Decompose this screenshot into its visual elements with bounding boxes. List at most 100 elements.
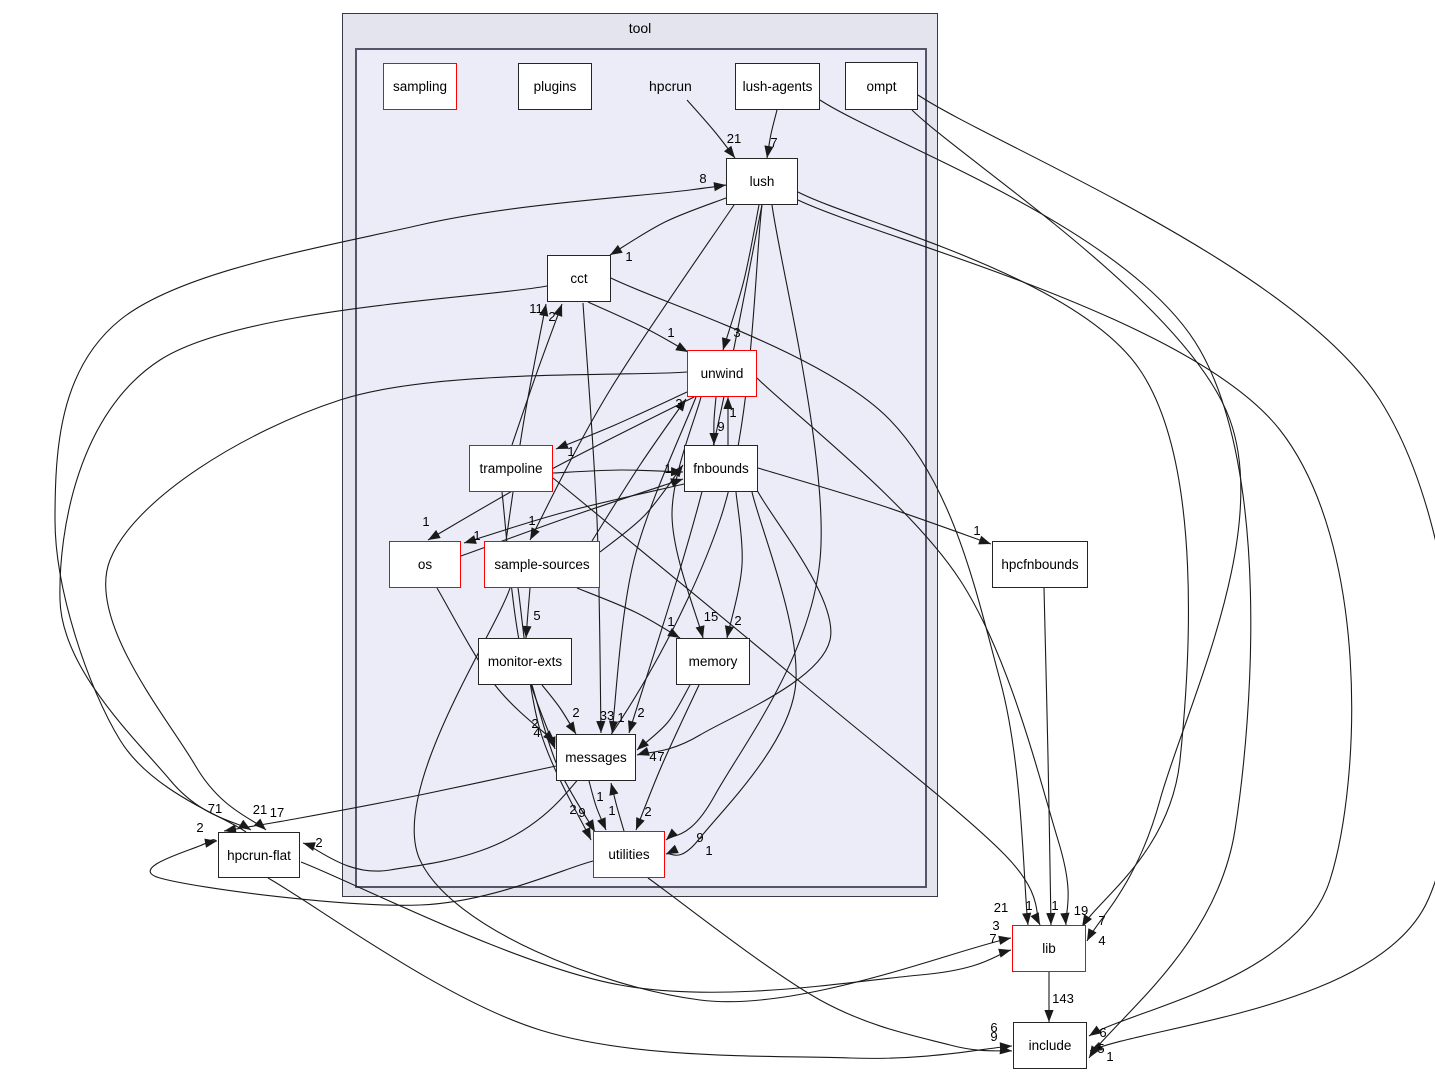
edge-sample-sources-to-unwind: 3 bbox=[591, 396, 687, 542]
edge-label-lib-to-include: 143 bbox=[1052, 991, 1074, 1006]
edge-lush-to-sample-sources: 1 bbox=[528, 204, 735, 541]
edge-lush-agents-to-include: 1 bbox=[819, 99, 1252, 1064]
node-utilities[interactable]: utilities bbox=[593, 831, 665, 878]
edge-monitor-exts-to-messages: 2 bbox=[541, 684, 580, 735]
edge-fnbounds-to-messages: 7 bbox=[636, 489, 832, 764]
edge-sample-sources-to-lib: 3 bbox=[413, 587, 1012, 1003]
edge-sample-sources-to-monitor-exts: 5 bbox=[522, 587, 541, 639]
edge-label-sample-sources-to-memory: 1 bbox=[667, 614, 674, 629]
edge-label-ompt-to-include: 5 bbox=[1097, 1041, 1104, 1056]
edge-label-cct-to-unwind: 1 bbox=[667, 325, 674, 340]
edge-label-lush-to-include: 6 bbox=[1099, 1025, 1106, 1040]
edge-label-lush-to-cct: 1 bbox=[625, 249, 632, 264]
edge-label-trampoline-to-fnbounds: 1 bbox=[664, 461, 671, 476]
edge-label-lush-to-sample-sources: 1 bbox=[528, 513, 535, 528]
edge-label-utilities-to-hpcrun-flat: 2 bbox=[196, 820, 203, 835]
edge-label-sample-sources-to-monitor-exts: 5 bbox=[533, 608, 540, 623]
edge-lush-to-lib: 7 bbox=[797, 191, 1189, 928]
edge-label-sample-sources-to-cct: 11 bbox=[529, 301, 543, 316]
edge-lib-to-include: 143 bbox=[1044, 972, 1074, 1022]
edge-label-unwind-to-messages: 1 bbox=[617, 710, 624, 725]
edge-label-trampoline-to-cct: 2 bbox=[548, 309, 555, 324]
node-lush[interactable]: lush bbox=[726, 158, 798, 205]
edge-cct-to-lib: 21 bbox=[610, 277, 1032, 926]
edge-label-lush-agents-to-include: 1 bbox=[1106, 1049, 1113, 1064]
edge-unwind-to-memory: 15 bbox=[671, 396, 718, 639]
edge-sample-sources-to-cct: 11 bbox=[505, 301, 549, 542]
edge-label-utilities-to-messages: 1 bbox=[608, 803, 615, 818]
edge-label-cct-to-messages: 33 bbox=[600, 708, 614, 723]
edge-lush-agents-to-lush: 7 bbox=[764, 109, 778, 159]
edge-unwind-to-hpcrun-flat: 17 bbox=[105, 371, 688, 831]
edge-label-fnbounds-to-os: 1 bbox=[473, 528, 480, 543]
edge-trampoline-to-messages: 4 bbox=[501, 491, 556, 750]
node-monitor-exts[interactable]: monitor-exts bbox=[478, 638, 572, 685]
edge-label-sample-sources-to-utilities: 9 bbox=[578, 805, 585, 820]
edge-label-os-to-messages: 2 bbox=[531, 716, 538, 731]
edge-label-sample-sources-to-unwind: 3 bbox=[675, 396, 682, 411]
node-os[interactable]: os bbox=[389, 541, 461, 588]
edge-sample-sources-to-fnbounds bbox=[599, 464, 684, 553]
node-unwind[interactable]: unwind bbox=[687, 350, 757, 397]
node-messages[interactable]: messages bbox=[556, 734, 636, 781]
edge-fnbounds-to-memory: 2 bbox=[724, 491, 743, 639]
node-lush-agents[interactable]: lush-agents bbox=[735, 63, 820, 110]
edge-unwind-to-lib: 19 bbox=[756, 377, 1088, 926]
edge-hpcrun-flat-to-lush: 8 bbox=[54, 171, 727, 833]
edge-label-memory-to-messages: 4 bbox=[649, 749, 656, 764]
edge-lush-to-unwind: 3 bbox=[722, 204, 760, 351]
edge-cct-to-messages: 33 bbox=[582, 302, 614, 734]
edge-label-hpcrun-to-lush: 21 bbox=[727, 131, 741, 146]
edge-unwind-to-fnbounds: 9 bbox=[709, 396, 725, 446]
node-cct[interactable]: cct bbox=[547, 255, 611, 302]
edge-lush-to-cct: 1 bbox=[609, 197, 727, 264]
edge-fnbounds-to-unwind: 1 bbox=[723, 396, 737, 445]
node-ompt[interactable]: ompt bbox=[845, 62, 918, 110]
edge-label-monitor-exts-to-messages: 2 bbox=[572, 705, 579, 720]
edge-label-fnbounds-to-utilities: 1 bbox=[705, 843, 712, 858]
edge-fnbounds-to-hpcfnbounds: 1 bbox=[757, 467, 992, 545]
edge-label-trampoline-to-messages: 4 bbox=[533, 725, 540, 740]
edge-label-cct-to-hpcrun-flat: 21 bbox=[253, 802, 267, 817]
edge-utilities-to-messages: 1 bbox=[608, 782, 625, 832]
edge-cct-to-hpcrun-flat: 21 bbox=[59, 285, 548, 831]
edge-label-fnbounds-to-messages: 7 bbox=[657, 749, 664, 764]
edge-label-lush-to-hpcrun-flat: 2 bbox=[315, 835, 322, 850]
edge-label-monitor-exts-to-utilities: 2 bbox=[569, 802, 576, 817]
edge-label-hpcrun-flat-to-include: 6 bbox=[990, 1020, 997, 1035]
edge-label-messages-to-utilities: 1 bbox=[596, 789, 603, 804]
node-lib[interactable]: lib bbox=[1012, 925, 1086, 972]
node-memory[interactable]: memory bbox=[676, 638, 750, 685]
node-trampoline[interactable]: trampoline bbox=[469, 445, 553, 492]
edge-hpcrun-to-lush: 21 bbox=[686, 99, 741, 159]
edge-label-messages-to-hpcrun-flat: 71 bbox=[208, 801, 222, 816]
node-hpcrun-flat[interactable]: hpcrun-flat bbox=[218, 832, 300, 878]
node-fnbounds[interactable]: fnbounds bbox=[684, 445, 758, 492]
node-hpcfnbounds[interactable]: hpcfnbounds bbox=[992, 541, 1088, 588]
edge-label-hpcrun-flat-to-lush: 8 bbox=[699, 171, 706, 186]
edge-utilities-to-include: 9 bbox=[647, 877, 1013, 1055]
node-sample-sources[interactable]: sample-sources bbox=[484, 541, 600, 588]
node-include[interactable]: include bbox=[1013, 1022, 1087, 1069]
edge-messages-to-utilities: 1 bbox=[588, 780, 607, 831]
cluster-title[interactable]: tool bbox=[628, 20, 652, 36]
edge-label-lush-to-messages: 2 bbox=[637, 705, 644, 720]
edge-label-unwind-to-os: 1 bbox=[422, 514, 429, 529]
edge-label-utilities-to-include: 9 bbox=[990, 1029, 997, 1044]
edge-label-unwind-to-lib: 19 bbox=[1074, 903, 1088, 918]
edge-fnbounds-to-utilities: 1 bbox=[665, 491, 797, 858]
edge-label-unwind-to-hpcrun-flat: 17 bbox=[270, 805, 284, 820]
edge-memory-to-utilities: 2 bbox=[635, 684, 700, 831]
edge-sample-sources-to-utilities: 9 bbox=[517, 587, 592, 841]
edge-lush-to-include: 6 bbox=[797, 199, 1353, 1040]
edge-trampoline-to-cct: 2 bbox=[511, 303, 563, 446]
node-sampling[interactable]: sampling bbox=[383, 63, 457, 110]
edge-ompt-to-lib: 4 bbox=[911, 109, 1242, 948]
edge-label-fnbounds-to-memory: 2 bbox=[734, 613, 741, 628]
node-plugins[interactable]: plugins bbox=[518, 63, 592, 110]
edge-label-unwind-to-fnbounds: 9 bbox=[717, 419, 724, 434]
edge-cct-to-unwind: 1 bbox=[587, 301, 689, 353]
edge-memory-to-messages: 4 bbox=[636, 684, 691, 764]
